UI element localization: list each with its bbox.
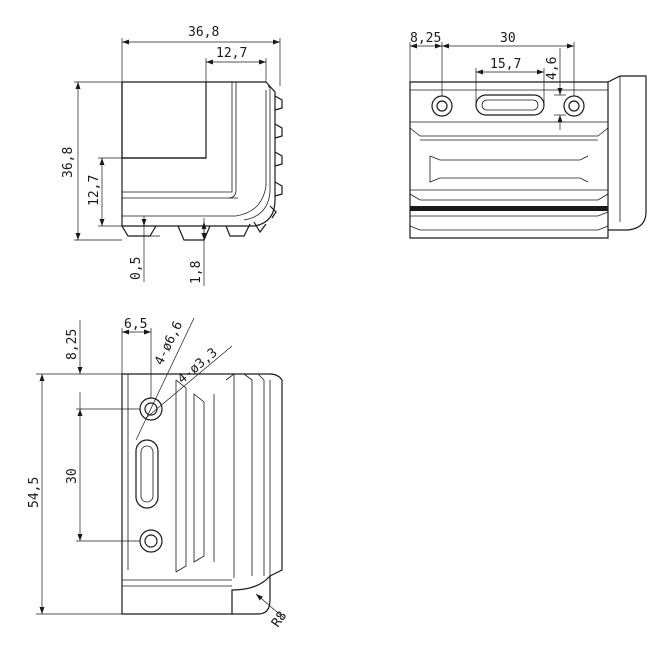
dim-top-slot-length-label: 15,7 <box>490 57 521 72</box>
front-view: 36,8 12,7 36,8 12,7 0,5 1,8 <box>61 25 283 286</box>
top-view: 8,25 30 15,7 4,6 <box>409 31 647 239</box>
side-body <box>121 373 283 615</box>
dim-side-edge-to-hole-label: 6,5 <box>124 317 147 332</box>
dim-top-slot-width-label: 4,6 <box>545 57 560 80</box>
dim-side-height-total-label: 54,5 <box>27 477 42 508</box>
dim-front-offset-base-label: 1,8 <box>189 261 204 284</box>
dim-front-offset-small-label: 0,5 <box>129 257 144 280</box>
dim-side-radius-label: R8 <box>269 609 290 630</box>
top-right-flange <box>607 75 647 231</box>
dim-top-hole-spacing-label: 30 <box>500 31 516 46</box>
top-hole-left <box>431 95 453 117</box>
dim-front-width-total-label: 36,8 <box>188 25 219 40</box>
front-outer-profile <box>121 81 276 227</box>
top-hole-right <box>563 95 585 117</box>
side-view: 6,5 8,25 30 54,5 4-ø6,6 4-ø3,3 R8 <box>27 317 290 630</box>
dim-side-hole-spacing-label: 30 <box>65 468 80 484</box>
dim-top-edge-to-hole-label: 8,25 <box>410 31 441 46</box>
dim-front-height-arm-label: 12,7 <box>87 175 102 206</box>
dim-side-hole-label: 4-ø3,3 <box>175 345 221 387</box>
side-hole-bottom <box>139 529 163 553</box>
dim-side-counterbore-label: 4-ø6,6 <box>152 319 186 368</box>
side-slot <box>135 439 159 509</box>
top-slot <box>475 94 545 116</box>
dim-front-height-total-label: 36,8 <box>61 147 76 178</box>
dim-front-width-top-label: 12,7 <box>216 46 247 61</box>
top-body <box>409 81 609 239</box>
dim-side-top-offset-label: 8,25 <box>65 329 80 360</box>
top-dark-band <box>410 206 608 211</box>
front-body-left <box>121 81 207 159</box>
